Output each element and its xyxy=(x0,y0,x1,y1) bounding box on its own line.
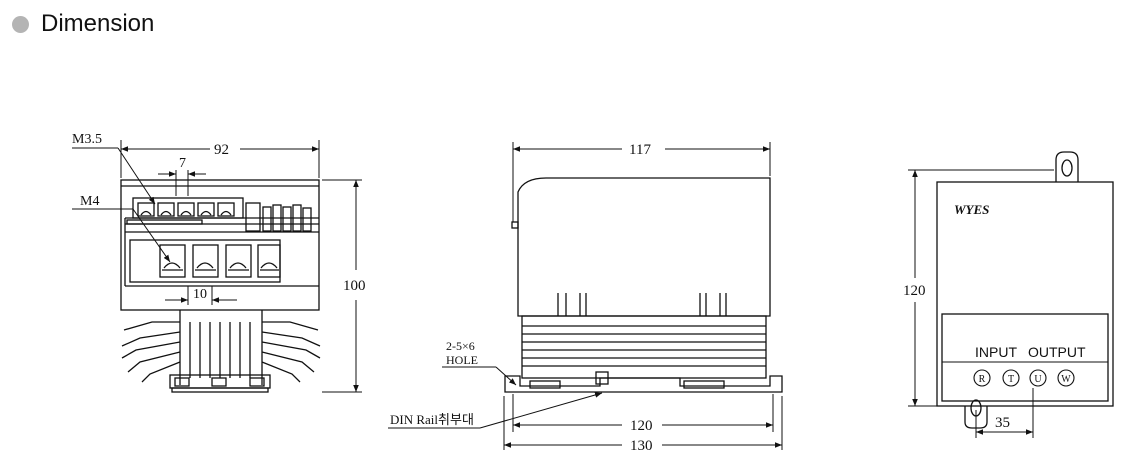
dim-back-120: 120 xyxy=(903,283,926,299)
heat-sink xyxy=(121,310,321,393)
section-header: Dimension xyxy=(12,10,154,38)
dim-back-35: 35 xyxy=(995,415,1010,431)
terminal-panel xyxy=(941,313,1109,402)
brand-logo: WYES xyxy=(954,202,989,217)
dim-side-120: 120 xyxy=(630,418,653,434)
label-input: INPUT xyxy=(975,344,1017,360)
terminal-u: U xyxy=(1034,374,1042,385)
terminal-r: R xyxy=(979,374,986,385)
back-view xyxy=(936,151,1114,429)
label-m4: M4 xyxy=(80,194,99,209)
terminal-w: W xyxy=(1061,374,1071,385)
side-cover xyxy=(517,177,771,317)
mount-tab-top xyxy=(1055,151,1079,182)
terminal-strip-top xyxy=(132,197,244,219)
label-hole: HOLE xyxy=(446,353,478,367)
front-view xyxy=(72,147,321,393)
din-rail-bracket xyxy=(504,371,783,393)
terminal-t: T xyxy=(1008,374,1014,385)
dim-pitch-10: 10 xyxy=(193,287,207,302)
dim-height-100: 100 xyxy=(343,278,366,294)
back-dimensions xyxy=(908,169,1054,438)
page-title: Dimension xyxy=(41,10,155,37)
front-body xyxy=(120,179,320,311)
bullet-icon xyxy=(12,15,29,33)
dim-side-130: 130 xyxy=(630,438,653,454)
dim-width-92: 92 xyxy=(214,142,229,158)
label-output: OUTPUT xyxy=(1028,344,1086,360)
front-dimensions xyxy=(120,140,362,393)
terminal-strip-bottom xyxy=(129,239,281,283)
side-heat-sink xyxy=(521,315,767,379)
dim-pitch-7: 7 xyxy=(179,156,186,171)
label-hole-size: 2-5×6 xyxy=(446,339,475,353)
label-din-rail: DIN Rail취부대 xyxy=(390,412,474,427)
side-view xyxy=(504,177,783,393)
dim-side-117: 117 xyxy=(629,142,651,158)
terminals xyxy=(973,369,1075,387)
back-body xyxy=(936,181,1114,407)
label-m35: M3.5 xyxy=(72,132,102,147)
side-dimensions xyxy=(388,142,783,450)
